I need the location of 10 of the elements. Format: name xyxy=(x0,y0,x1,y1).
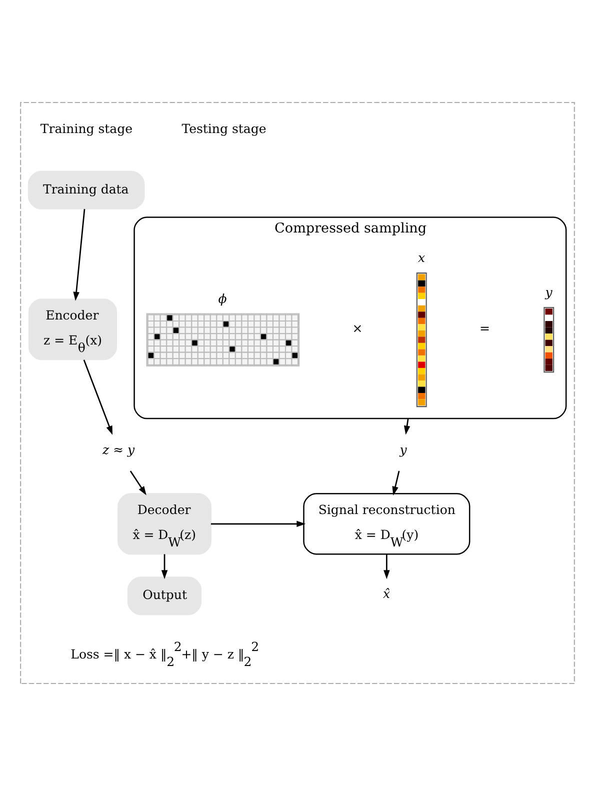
node-text: z ≈ y xyxy=(102,442,135,458)
label: = xyxy=(480,320,490,336)
node-label: y xyxy=(545,284,552,300)
node-label: ϕ xyxy=(218,290,227,306)
label: Testing stage xyxy=(182,120,266,136)
label: × xyxy=(352,320,363,336)
label: Training stage xyxy=(40,120,133,136)
node-text: y xyxy=(400,442,407,458)
node-label: x xyxy=(418,250,426,266)
node-text: x̂ xyxy=(383,586,390,602)
